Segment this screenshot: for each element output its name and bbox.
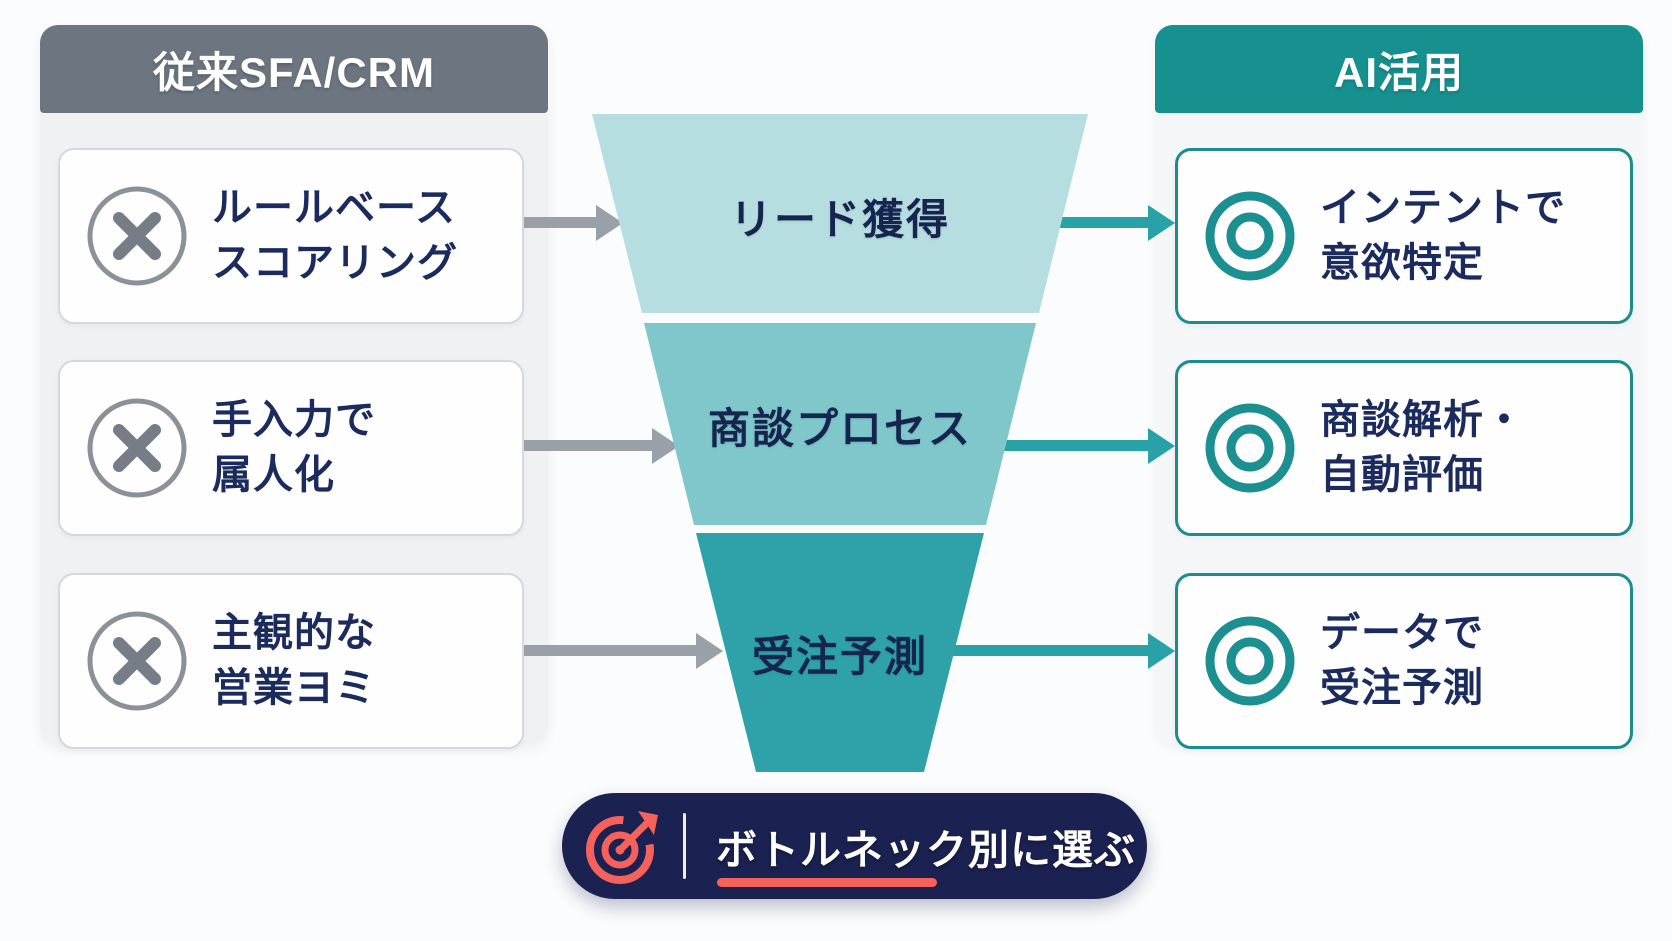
footer-divider — [683, 813, 686, 879]
left-panel-header: 従来SFA/CRM — [40, 25, 548, 113]
left-card-2-line2: 属人化 — [212, 453, 335, 497]
cross-icon — [87, 398, 187, 498]
left-card-1-line1: ルールベース — [212, 185, 456, 230]
right-panel: AI活用 インテントで 意欲特定 商談解析・ 自動評価 — [1155, 25, 1643, 749]
left-card-3-line1: 主観的な — [212, 610, 376, 655]
funnel-stage-2 — [644, 323, 1036, 525]
footer-pill: ボトルネック別に選ぶ — [562, 793, 1147, 899]
bullseye-icon — [1205, 616, 1295, 706]
bullseye-icon — [1205, 403, 1295, 493]
right-card-3-text: データで 受注予測 — [1320, 606, 1484, 716]
gray-arrow-3 — [524, 645, 696, 656]
right-card-2: 商談解析・ 自動評価 — [1175, 360, 1633, 536]
left-card-1-text: ルールベース スコアリング — [212, 181, 458, 291]
target-arrow-icon — [586, 811, 658, 884]
right-card-3-line2: 受注予測 — [1320, 666, 1484, 710]
sales-funnel: リード獲得 商談プロセス 受注予測 — [592, 114, 1088, 772]
teal-arrow-3 — [952, 645, 1148, 656]
left-card-1: ルールベース スコアリング — [58, 148, 524, 324]
right-card-3-line1: データで — [1320, 610, 1484, 655]
funnel-stage-3-label: 受注予測 — [751, 633, 928, 680]
right-panel-title: AI活用 — [1333, 48, 1464, 96]
funnel-stage-1 — [592, 114, 1088, 313]
left-card-2-line1: 手入力で — [212, 397, 376, 442]
teal-arrow-2 — [1004, 440, 1148, 451]
left-card-3: 主観的な 営業ヨミ — [58, 573, 524, 749]
left-card-2: 手入力で 属人化 — [58, 360, 524, 536]
left-panel-title: 従来SFA/CRM — [152, 48, 435, 96]
right-card-1-line1: インテントで — [1320, 185, 1566, 230]
left-card-3-line2: 営業ヨミ — [212, 666, 376, 710]
cross-icon — [87, 186, 187, 286]
right-card-2-text: 商談解析・ 自動評価 — [1320, 393, 1525, 503]
bullseye-icon — [1205, 191, 1295, 281]
right-card-2-line1: 商談解析・ — [1320, 397, 1525, 442]
right-card-3: データで 受注予測 — [1175, 573, 1633, 749]
footer-underline — [717, 878, 937, 887]
gray-arrow-1 — [524, 217, 596, 228]
funnel-stage-1-label: リード獲得 — [729, 196, 950, 243]
right-card-2-line2: 自動評価 — [1320, 453, 1484, 497]
left-card-1-line2: スコアリング — [212, 241, 458, 285]
right-panel-header: AI活用 — [1155, 25, 1643, 113]
right-card-1: インテントで 意欲特定 — [1175, 148, 1633, 324]
teal-arrow-1 — [1058, 217, 1148, 228]
right-card-1-text: インテントで 意欲特定 — [1320, 181, 1566, 291]
cross-icon — [87, 611, 187, 711]
footer-label: ボトルネック別に選ぶ — [716, 827, 1136, 873]
right-card-1-line2: 意欲特定 — [1320, 241, 1484, 285]
left-panel: 従来SFA/CRM ルールベース スコアリング 手入力で 属人化 — [40, 25, 548, 749]
gray-arrow-2 — [524, 440, 652, 451]
funnel-stage-2-label: 商談プロセス — [707, 405, 972, 452]
left-card-3-text: 主観的な 営業ヨミ — [212, 606, 376, 716]
left-card-2-text: 手入力で 属人化 — [212, 393, 376, 503]
